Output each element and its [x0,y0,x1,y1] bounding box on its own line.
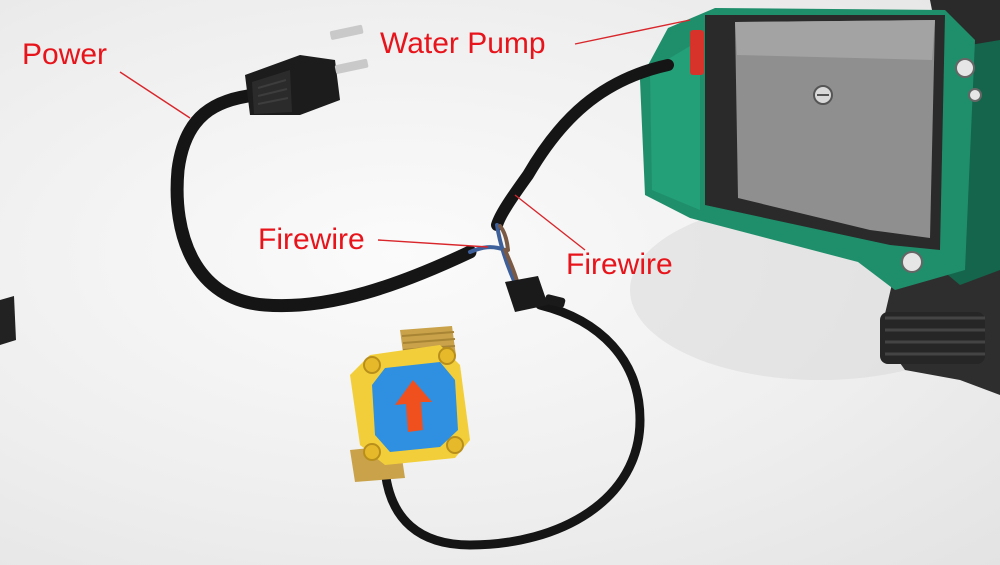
cables [170,59,674,550]
plug-prong-top [329,24,364,40]
sensor-cable [380,300,645,550]
blue-wire [468,245,507,254]
sensor-screw-icon [446,436,464,454]
flow-arrow-icon [395,380,432,432]
blue-wire-2 [495,223,517,285]
plug-prong-bottom [334,58,369,74]
sensor-screw-icon [363,443,381,461]
bolt-bottom-icon [901,251,923,273]
power-label: Power [22,38,108,71]
brown-wire-2 [498,224,510,252]
pump-frame-highlight [650,40,700,210]
flow-sensor [350,326,470,482]
pump-outlet-thread [885,316,985,356]
sensor-screw-icon [438,347,456,365]
power-leader [119,71,191,119]
connector-sleeve [544,294,566,308]
firewire-right-label: Firewire [566,248,673,281]
sensor-screw-icon [363,356,381,374]
water-pump-label: Water Pump [380,27,546,60]
firewire-left-leader [377,239,489,248]
firewire-left-label: Firewire [258,223,365,256]
bolt-top-icon [955,58,975,78]
wire-connector [505,276,548,312]
pump-red-switch [690,30,704,75]
leader-lines [119,19,691,251]
edge-object [0,296,16,345]
pump-leader [574,19,691,45]
power-cord [170,88,477,313]
pump-plate [735,20,935,238]
water-pump [640,0,1000,395]
pump-outlet [880,312,985,364]
pump-cable [491,59,674,231]
bolt-side-icon [968,88,982,102]
firewire-right-leader [514,194,586,251]
power-plug [245,24,369,115]
plug-ridges [257,79,289,105]
pump-plate-top [735,20,935,60]
